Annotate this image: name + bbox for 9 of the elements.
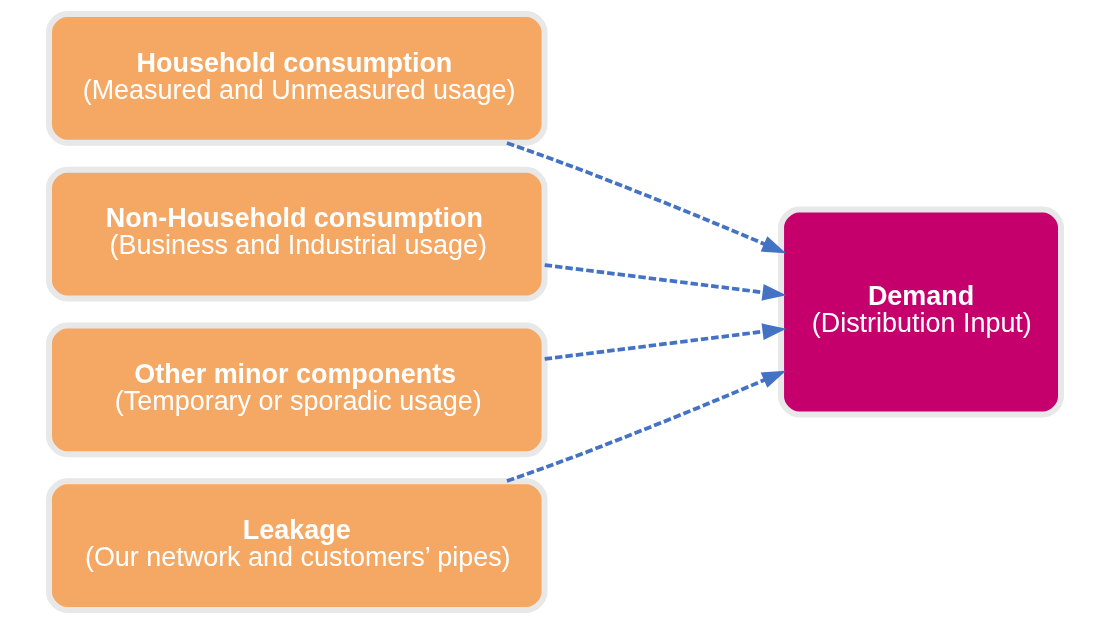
node-box: Household consumption (Measured and Unmeasured usage): [46, 11, 548, 146]
node-box: Leakage (Our network and customers’ pipes): [46, 478, 548, 613]
arrow: [506, 141, 787, 254]
arrow: [544, 323, 787, 361]
node-box: Non-Household consumption (Business and Industrial usage): [46, 166, 548, 302]
node-box: Other minor components (Temporary or sporadic usage): [46, 322, 548, 458]
arrow: [544, 263, 787, 301]
arrow: [506, 370, 787, 483]
node-box: Demand (Distribution Input): [778, 206, 1064, 418]
